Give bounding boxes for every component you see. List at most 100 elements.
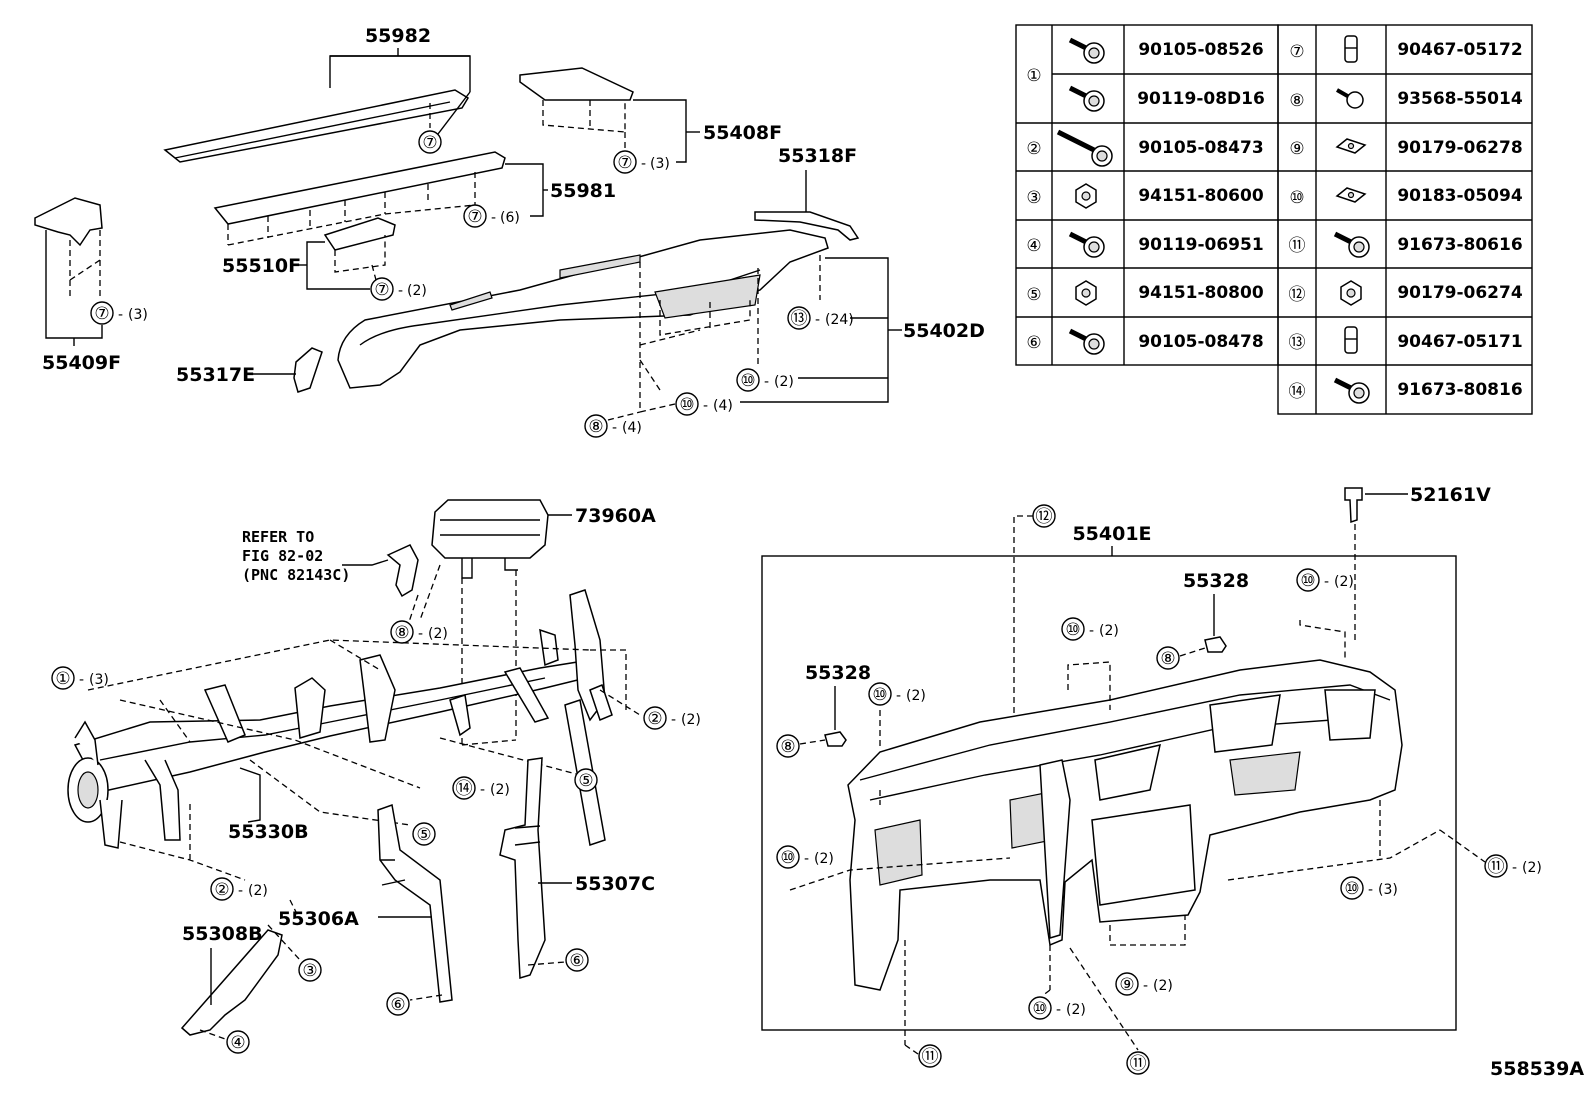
- label-55328-left: 55328: [805, 662, 871, 684]
- table-ref-11: ⑪: [1289, 236, 1306, 256]
- qty: -: [764, 374, 769, 390]
- flange-bolt-icon: [1068, 85, 1105, 112]
- callout-3: ③: [302, 961, 317, 981]
- label-55510F: 55510F: [222, 255, 301, 277]
- callout-13: ⑬: [791, 309, 808, 329]
- table-ref-8: ⑧: [1289, 91, 1304, 111]
- dash-pad-55402D: [337, 229, 829, 389]
- callout-10: ⑩: [780, 848, 795, 868]
- airbag-73960A: [431, 499, 549, 559]
- qty: -: [703, 398, 708, 414]
- qty: (6): [500, 210, 520, 226]
- brace-55306A: [377, 803, 453, 1003]
- speed-nut-icon: [1335, 138, 1367, 154]
- label-55317E: 55317E: [176, 364, 255, 386]
- table-part: 93568-55014: [1397, 89, 1523, 109]
- callout-7: ⑦: [617, 153, 632, 173]
- qty: (2): [1334, 574, 1354, 590]
- table-ref-9: ⑨: [1289, 139, 1304, 159]
- flange-bolt-icon: [1068, 37, 1105, 64]
- table-part: 90467-05172: [1397, 40, 1522, 60]
- qty: -: [418, 626, 423, 642]
- callout-10: ⑩: [1065, 620, 1080, 640]
- long-bolt-icon: [1056, 129, 1113, 167]
- label-55308B: 55308B: [182, 923, 263, 945]
- qty: (2): [774, 374, 794, 390]
- table-ref-7: ⑦: [1289, 42, 1304, 62]
- label-55408F: 55408F: [703, 122, 782, 144]
- screw-52161V: [1344, 487, 1363, 524]
- callout-7: ⑦: [422, 133, 437, 153]
- refer-note-line1: REFER TO: [242, 528, 314, 546]
- bracket-55317E: [293, 347, 323, 393]
- callout-9: ⑨: [1119, 975, 1134, 995]
- label-55409F: 55409F: [42, 352, 121, 374]
- qty: (2): [906, 688, 926, 704]
- label-55330B: 55330B: [228, 821, 309, 843]
- qty: -: [815, 312, 820, 328]
- label-55981: 55981: [550, 180, 616, 202]
- qty: (3): [89, 672, 109, 688]
- table-ref-14: ⑭: [1289, 382, 1306, 402]
- bracket-82143C: [386, 544, 419, 598]
- table-part: 91673-80816: [1397, 380, 1522, 400]
- flange-bolt-icon: [1333, 377, 1370, 404]
- qty: (4): [713, 398, 733, 414]
- callout-11: ⑪: [1488, 857, 1505, 877]
- callout-11: ⑪: [922, 1047, 939, 1067]
- panel-55408F: [519, 67, 634, 101]
- callout-8: ⑧: [780, 737, 795, 757]
- label-52161V: 52161V: [1410, 484, 1491, 506]
- callout-8: ⑧: [394, 623, 409, 643]
- callout-10: ⑩: [1300, 571, 1315, 591]
- qty: -: [398, 283, 403, 299]
- callout-14: ⑭: [456, 779, 473, 799]
- clip-icon: [1344, 35, 1358, 63]
- table-ref-2: ②: [1026, 139, 1041, 159]
- qty: (2): [428, 626, 448, 642]
- qty: (2): [814, 851, 834, 867]
- callout-6: ⑥: [569, 951, 584, 971]
- table-part: 90105-08478: [1138, 332, 1263, 352]
- table-part: 90179-06278: [1397, 138, 1522, 158]
- qty: (2): [1066, 1002, 1086, 1018]
- qty: (2): [490, 782, 510, 798]
- table-part: 90105-08526: [1138, 40, 1263, 60]
- panel-55981: [213, 151, 506, 225]
- callout-2: ②: [647, 709, 662, 729]
- speed-nut-icon: [1335, 187, 1367, 203]
- qty: -: [480, 782, 485, 798]
- nut-icon: [1340, 280, 1362, 306]
- label-55982: 55982: [365, 25, 431, 47]
- qty: -: [491, 210, 496, 226]
- flange-bolt-icon: [1068, 231, 1105, 258]
- qty: (2): [407, 283, 427, 299]
- callout-7: ⑦: [467, 207, 482, 227]
- table-ref-1: ①: [1026, 66, 1041, 86]
- table-part: 90183-05094: [1397, 186, 1523, 206]
- qty: -: [1368, 882, 1373, 898]
- bracket-55328: [824, 731, 847, 747]
- clip-icon: [1344, 326, 1358, 354]
- qty: -: [238, 883, 243, 899]
- label-73960A: 73960A: [575, 505, 656, 527]
- table-part: 91673-80616: [1397, 235, 1522, 255]
- qty: (3): [128, 307, 148, 323]
- table-part: 90179-06274: [1397, 283, 1523, 303]
- bracket-55308B: [180, 929, 283, 1036]
- qty: -: [1143, 978, 1148, 994]
- brace-55307C: [499, 757, 546, 979]
- callout-10: ⑩: [1344, 879, 1359, 899]
- qty: -: [79, 672, 84, 688]
- callout-5: ⑤: [578, 771, 593, 791]
- upper-trim-group: 55982 ⑦ ⑦ - (3) 55408F 55318F ⑦ - (6): [34, 25, 860, 393]
- qty: (3): [650, 156, 670, 172]
- callout-5: ⑤: [416, 825, 431, 845]
- qty: -: [1512, 860, 1517, 876]
- callout-2: ②: [214, 880, 229, 900]
- fastener-table: ① ② ③ ④ ⑤ ⑥ 90105-08526 90119-08D16 9010…: [1015, 24, 1533, 415]
- callout-8: ⑧: [1160, 649, 1175, 669]
- table-ref-10: ⑩: [1289, 188, 1304, 208]
- callout-4: ④: [230, 1033, 245, 1053]
